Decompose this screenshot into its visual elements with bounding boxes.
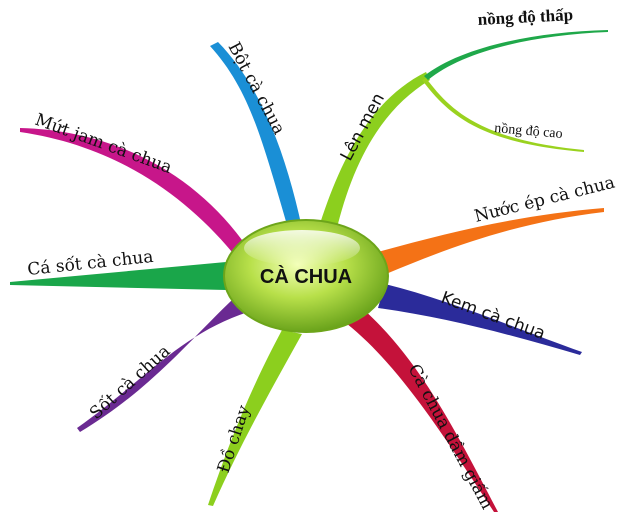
label-ca-chua-dam-giam: Cà chua dầm giấm bbox=[404, 361, 497, 513]
branch-do-chay bbox=[208, 330, 302, 506]
branch-ca-chua-dam-giam bbox=[342, 308, 498, 512]
label-sot-ca-chua: Sốt cà chua bbox=[86, 341, 174, 423]
central-node: CÀ CHUA bbox=[223, 219, 389, 333]
branch-nong-do-cao bbox=[422, 78, 584, 152]
branch-sot-ca-chua bbox=[77, 300, 248, 432]
central-bubble-shine bbox=[244, 230, 360, 266]
label-mut-jam-ca-chua: Mứt jam cà chua bbox=[32, 110, 174, 178]
central-label: CÀ CHUA bbox=[260, 265, 352, 288]
label-nong-do-cao: nồng độ cao bbox=[494, 121, 563, 142]
branch-ca-sot-ca-chua bbox=[10, 262, 226, 290]
label-nong-do-thap: nồng độ thấp bbox=[477, 5, 573, 29]
branch-mut-jam-ca-chua bbox=[20, 128, 242, 252]
branch-nong-do-thap bbox=[424, 30, 608, 80]
branch-len-men bbox=[318, 72, 430, 232]
branch-bot-ca-chua bbox=[210, 42, 302, 228]
branch-nuoc-ep-ca-chua bbox=[378, 208, 604, 274]
label-do-chay: Đồ chay bbox=[214, 403, 255, 476]
branch-kem-ca-chua bbox=[378, 284, 582, 355]
